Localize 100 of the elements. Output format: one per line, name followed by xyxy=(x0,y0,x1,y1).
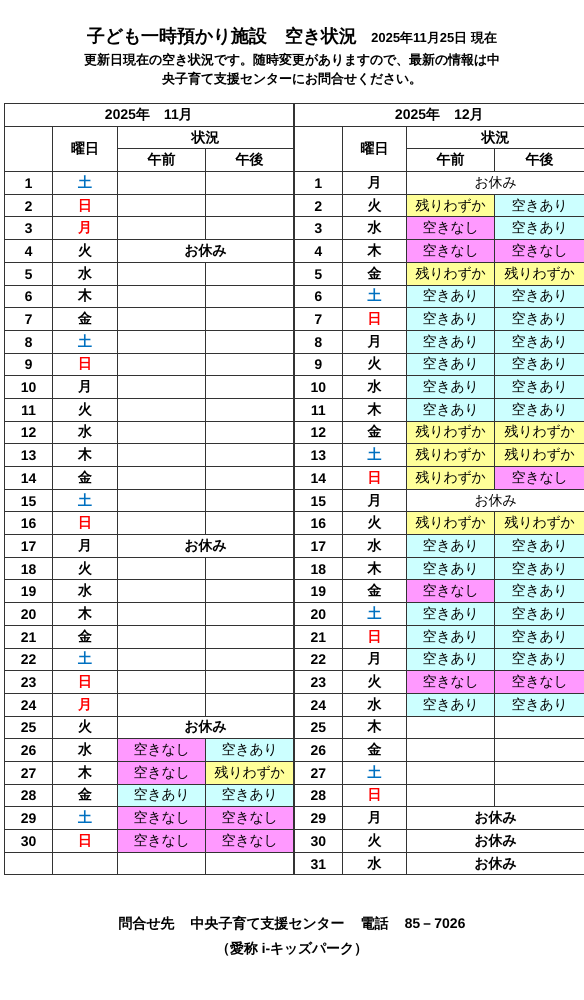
weekday-label: 土 xyxy=(52,648,118,671)
status-cell: 空きなし xyxy=(406,580,495,603)
status-cell: 残りわずか xyxy=(406,194,495,217)
status-cell: 空きあり xyxy=(406,534,495,558)
status-cell: 空きあり xyxy=(494,602,584,626)
status-cell: 空きあり xyxy=(494,648,584,671)
weekday-label: 日 xyxy=(52,512,118,535)
day-number: 4 xyxy=(4,240,52,262)
status-cell: 空きあり xyxy=(406,330,495,354)
status-cell: 残りわずか xyxy=(406,444,495,466)
day-number: 19 xyxy=(294,580,343,603)
date-label: 2025年11月25日 現在 xyxy=(371,30,497,45)
status-cell: 空きなし xyxy=(206,806,294,830)
day-number: 9 xyxy=(294,353,343,376)
day-number: 27 xyxy=(4,761,52,784)
weekday-label: 月 xyxy=(52,534,118,558)
title: 子ども一時預かり施設 空き状況 xyxy=(87,26,358,46)
status-cell: 空きあり xyxy=(494,353,584,376)
day-number: 7 xyxy=(4,308,52,330)
status-cell: 空きあり xyxy=(494,398,584,422)
day-number: 17 xyxy=(294,534,343,558)
day-number: 16 xyxy=(294,512,343,535)
status-cell: 空きあり xyxy=(406,376,495,398)
status-cell: 空きあり xyxy=(494,285,584,308)
weekday-label: 日 xyxy=(52,353,118,376)
status-cell: 空きあり xyxy=(494,216,584,240)
weekday-label: 月 xyxy=(342,806,407,830)
weekday-label: 金 xyxy=(52,466,118,490)
day-number: 28 xyxy=(4,784,52,807)
weekday-label: 金 xyxy=(52,308,118,330)
weekday-label: 月 xyxy=(342,489,407,512)
status-cell: 残りわずか xyxy=(406,262,495,285)
month-header: 2025年 12月 xyxy=(294,104,584,126)
day-number: 19 xyxy=(4,580,52,603)
status-cell: 空きなし xyxy=(118,761,206,784)
status-cell: 空きなし xyxy=(118,806,206,830)
status-cell: 空きあり xyxy=(406,648,495,671)
status-cell: 空きなし xyxy=(494,466,584,490)
status-cell: 残りわずか xyxy=(406,421,495,444)
day-number: 11 xyxy=(4,398,52,422)
weekday-label: 水 xyxy=(342,852,407,875)
status-cell: 空きあり xyxy=(494,625,584,648)
day-number: 23 xyxy=(4,670,52,694)
status-cell: 空きあり xyxy=(206,784,294,807)
day-number: 26 xyxy=(294,738,343,762)
day-number: 14 xyxy=(294,466,343,490)
column-header: 曜日 xyxy=(52,126,118,172)
status-cell: 空きあり xyxy=(206,738,294,762)
day-number: 20 xyxy=(4,602,52,626)
weekday-label: 木 xyxy=(52,285,118,308)
status-cell: 空きあり xyxy=(494,376,584,398)
day-number: 4 xyxy=(294,240,343,262)
weekday-label: 土 xyxy=(342,761,407,784)
column-header: 曜日 xyxy=(342,126,407,172)
day-number: 3 xyxy=(294,216,343,240)
day-number: 9 xyxy=(4,353,52,376)
weekday-label: 火 xyxy=(52,716,118,739)
status-cell: 空きあり xyxy=(494,330,584,354)
day-number: 25 xyxy=(294,716,343,739)
day-number: 23 xyxy=(294,670,343,694)
status-cell: 空きあり xyxy=(406,308,495,330)
status-cell: 残りわずか xyxy=(494,421,584,444)
day-number: 21 xyxy=(294,625,343,648)
day-number: 5 xyxy=(4,262,52,285)
status-cell: 空きあり xyxy=(494,194,584,217)
column-header: 午前 xyxy=(406,148,495,172)
center-name: 中央子育て支援センター xyxy=(190,915,345,932)
column-header: 午前 xyxy=(118,148,206,172)
weekday-label: 水 xyxy=(52,580,118,603)
status-cell: 空きなし xyxy=(118,830,206,852)
status-cell: 残りわずか xyxy=(406,512,495,535)
day-number: 10 xyxy=(294,376,343,398)
status-cell: 空きあり xyxy=(406,625,495,648)
day-number: 29 xyxy=(294,806,343,830)
status-cell: 空きあり xyxy=(494,693,584,716)
weekday-label: 火 xyxy=(52,557,118,580)
status-cell: 空きあり xyxy=(406,285,495,308)
day-number: 2 xyxy=(294,194,343,217)
phone-label: 電話 xyxy=(360,915,389,932)
notice-text: 更新日現在の空き状況です。随時変更がありますので、最新の情報は中央子育て支援センターにお問合せください。 xyxy=(83,51,501,88)
status-cell: 空きあり xyxy=(118,784,206,807)
status-cell: 残りわずか xyxy=(494,262,584,285)
status-cell: 残りわずか xyxy=(206,761,294,784)
weekday-label: 月 xyxy=(52,376,118,398)
weekday-label: 木 xyxy=(52,444,118,466)
day-number: 18 xyxy=(294,557,343,580)
day-number: 2 xyxy=(4,194,52,217)
day-number: 28 xyxy=(294,784,343,807)
nickname-text: （愛称 i-キッズパーク） xyxy=(216,940,368,956)
weekday-label: 日 xyxy=(52,670,118,694)
weekday-label: 木 xyxy=(52,602,118,626)
weekday-label: 日 xyxy=(52,194,118,217)
weekday-label: 水 xyxy=(52,421,118,444)
status-cell: 空きあり xyxy=(406,693,495,716)
weekday-label: 金 xyxy=(342,738,407,762)
day-number: 15 xyxy=(4,489,52,512)
day-number: 18 xyxy=(4,557,52,580)
day-number: 15 xyxy=(294,489,343,512)
status-cell: 空きあり xyxy=(406,602,495,626)
day-number: 29 xyxy=(4,806,52,830)
